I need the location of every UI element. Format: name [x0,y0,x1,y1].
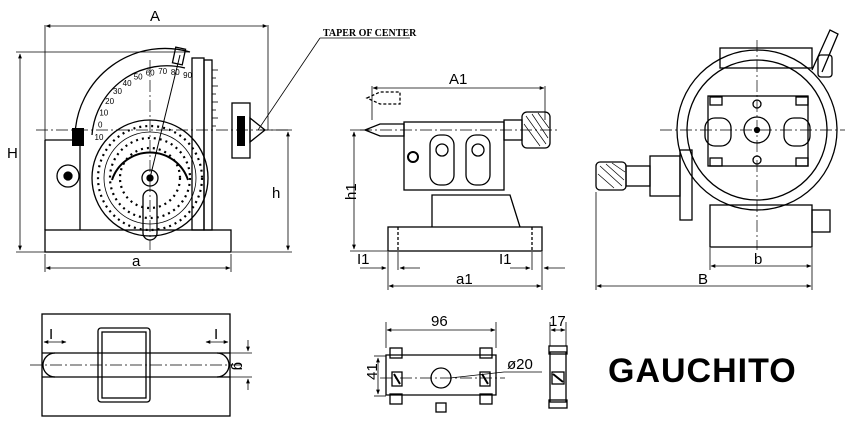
dim-A-label: A [150,8,160,25]
quill-housing [403,121,505,191]
dim-a1-label: a1 [456,271,473,288]
dim-h-label: h [272,185,280,202]
dim-41-label: 41 [364,363,381,380]
angle-scale-number: 0 [98,120,103,129]
dim-I1-right-label: I1 [499,251,512,268]
lock-lever [811,29,839,73]
angle-scale-number: 30 [113,87,122,96]
brand-name: GAUCHITO [608,352,797,390]
angle-scale-number: 80 [171,68,180,77]
clamp-plate-outline [385,354,497,396]
angle-scale-number: 50 [134,73,143,82]
side-base [709,204,813,248]
dim-I-left-label: I [49,326,53,343]
dividing-head-side-view [595,29,845,250]
dim-I-right-label: I [214,326,218,343]
angle-scale-number: 10 [99,108,108,117]
top-view-dimensions [43,340,252,390]
taper-note: TAPER OF CENTER [323,28,417,39]
dim-17-label: 17 [549,313,566,330]
dim-H-label: H [7,145,18,162]
dim-I1-left-label: I1 [357,251,370,268]
dim-h1-label: h1 [343,183,360,200]
front-view-dimensions [16,24,410,272]
top-view [30,313,242,417]
dim-96-label: 96 [431,313,448,330]
center-point [249,116,267,144]
outer-arc [74,47,191,136]
lock-knob [56,164,80,188]
tailstock-dimensions [350,86,565,290]
angle-scale-number: 20 [105,97,114,106]
angle-scale-number: 60 [146,69,155,78]
tailstock-side-view [360,91,560,252]
dim-A1-label: A1 [449,71,467,88]
dim-b-label: b [754,251,762,268]
angle-scale-number: 70 [158,67,167,76]
base-plate [44,229,232,253]
tailstock-base [387,226,543,252]
tailstock-body [431,194,521,228]
dividing-head-front-view [36,46,288,253]
clamp-plate-view [380,345,568,413]
dim-d20-label: ø20 [507,356,533,373]
dim-B-label: B [698,271,708,288]
inner-arc [91,65,186,136]
angle-scale-number: 40 [123,79,132,88]
angle-scale-number: 10 [95,133,104,142]
clamp-dimensions [374,322,567,397]
dim-a-label: a [132,253,141,270]
clamp-side-view [549,351,567,403]
dim-g-label: g [230,362,247,370]
side-view-dimensions [595,192,813,290]
angle-scale-number: 90 [183,71,192,80]
